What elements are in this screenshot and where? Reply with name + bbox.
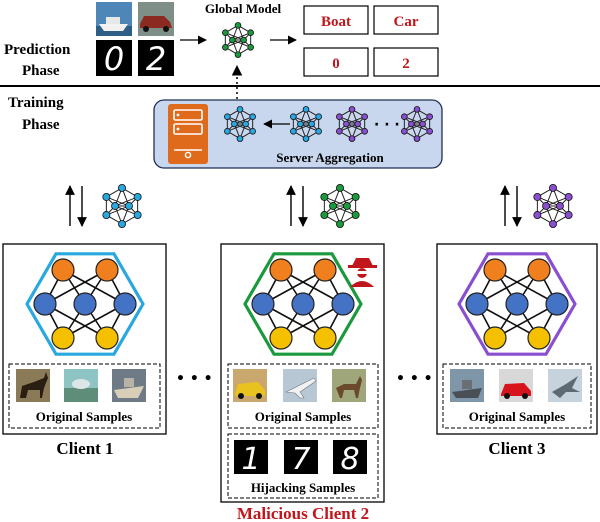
client-2-samples-box (227, 363, 379, 429)
client-1-model-icon (290, 106, 322, 142)
client-1-name: Client 1 (56, 439, 113, 458)
hijack-digit-8: 8 (333, 440, 367, 477)
svg-text:7: 7 (291, 442, 310, 477)
global-model-network-icon (222, 22, 254, 58)
client-2-exchange-arrows (286, 185, 308, 227)
prediction-phase-label-2: Phase (22, 63, 60, 79)
client-3-model-icon (401, 106, 433, 142)
client-3-name: Client 3 (488, 439, 545, 458)
client-3-upload-model-icon (533, 183, 573, 229)
client-1-model-network (25, 252, 145, 356)
client-1-horse-image (16, 369, 50, 402)
server-aggregation-label: Server Aggregation (276, 150, 384, 165)
output-boat: Boat (321, 14, 351, 30)
boat-thumbnail (96, 2, 132, 36)
client-3-bird-image (548, 369, 582, 402)
svg-text:0: 0 (104, 40, 124, 78)
client-2-hijacking-box (227, 433, 379, 499)
client-2-airplane-image (283, 369, 317, 402)
client-2-model-network (243, 252, 363, 356)
output-zero: 0 (332, 56, 340, 72)
digit-thumbnail-0: 0 (96, 40, 132, 78)
clients-ellipsis-right: • • • (396, 371, 433, 387)
client-1-samples-box (8, 363, 161, 429)
client-1-boat-image (112, 369, 146, 402)
client-3-model-network (457, 252, 577, 356)
client-2-samples-label: Original Samples (255, 409, 351, 424)
hijack-digit-7: 7 (284, 440, 318, 477)
client-2-hijacking-label: Hijacking Samples (251, 480, 355, 495)
client-3-box (436, 243, 598, 435)
output-boxes: Boat Car 0 2 (303, 5, 439, 77)
client-1-bird-image (64, 369, 98, 402)
client-3-samples-label: Original Samples (469, 409, 565, 424)
global-model-label: Global Model (205, 1, 282, 16)
svg-text:8: 8 (340, 442, 359, 477)
prediction-phase-label: Prediction (4, 42, 71, 58)
server-icon (168, 104, 208, 164)
client-2-name: Malicious Client 2 (237, 504, 369, 522)
svg-text:1: 1 (241, 442, 260, 477)
output-two: 2 (402, 56, 410, 72)
models-ellipsis: · · · (374, 117, 400, 133)
car-thumbnail (138, 2, 174, 36)
client-1-exchange-arrows (65, 185, 87, 227)
output-car: Car (394, 14, 419, 30)
digit-thumbnail-2: 2 (138, 40, 174, 78)
client-1-box (2, 243, 167, 435)
client-2-model-icon (336, 106, 368, 142)
training-phase-label-2: Phase (22, 117, 60, 133)
client-2-deer-image (332, 369, 366, 402)
training-phase-label: Training (8, 95, 64, 111)
client-2-car-image (233, 369, 267, 402)
svg-text:2: 2 (146, 40, 166, 78)
client-3-ship-image (450, 369, 484, 402)
clients-ellipsis-left: • • • (176, 371, 213, 387)
aggregated-model-icon (224, 106, 256, 142)
attacker-icon (348, 258, 377, 287)
client-1-upload-model-icon (102, 183, 142, 229)
hijack-digit-1: 1 (234, 440, 268, 477)
client-3-car-image (499, 369, 533, 402)
client-1-samples-label: Original Samples (36, 409, 132, 424)
client-3-samples-box (442, 363, 592, 429)
client-3-exchange-arrows (500, 185, 522, 227)
client-2-upload-model-icon (320, 183, 360, 229)
